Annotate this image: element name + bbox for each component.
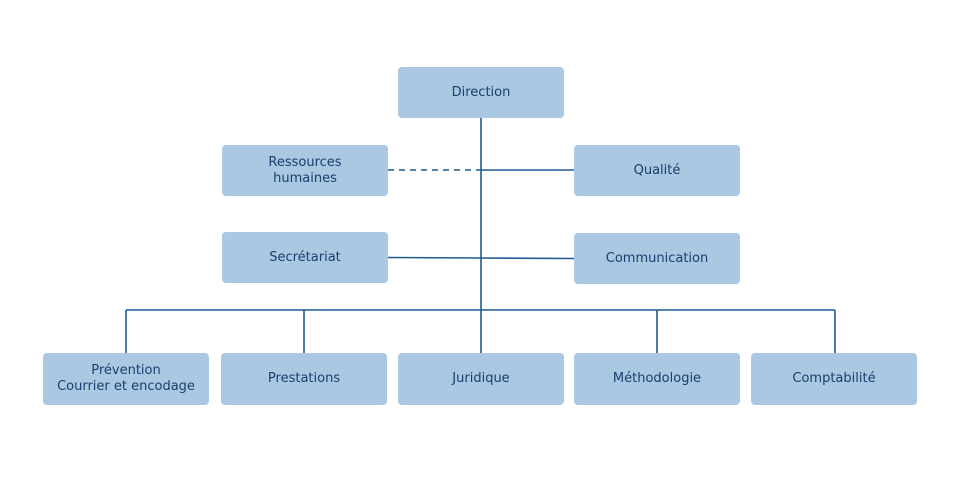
communication-connector [480,257,575,260]
prevention-label: Prévention Courrier et encodage [57,363,195,394]
prevention-box[interactable]: Prévention Courrier et encodage [43,353,209,405]
prestations-label: Prestations [267,371,341,386]
prestations-box[interactable]: Prestations [221,353,387,405]
direction-label: Direction [451,84,511,100]
juridique-label: Juridique [452,371,510,386]
qualite-box[interactable]: Qualité [574,145,740,196]
ressources-humaines-box[interactable]: Ressources humaines [222,145,388,196]
secretariat-label: Secrétariat [269,249,341,265]
ressources-humaines-label: Ressources humaines [268,154,342,186]
qualite-label: Qualité [633,162,681,178]
comptabilite-label: Comptabilité [792,371,876,386]
direction-box[interactable]: Direction [398,67,564,118]
methodologie-box[interactable]: Méthodologie [574,353,740,405]
comptabilite-box[interactable]: Comptabilité [751,353,917,405]
communication-box[interactable]: Communication [574,233,740,284]
communication-label: Communication [605,250,709,266]
secretariat-connector [387,256,482,259]
methodologie-label: Méthodologie [612,371,702,386]
juridique-box[interactable]: Juridique [398,353,564,405]
secretariat-box[interactable]: Secrétariat [222,232,388,283]
